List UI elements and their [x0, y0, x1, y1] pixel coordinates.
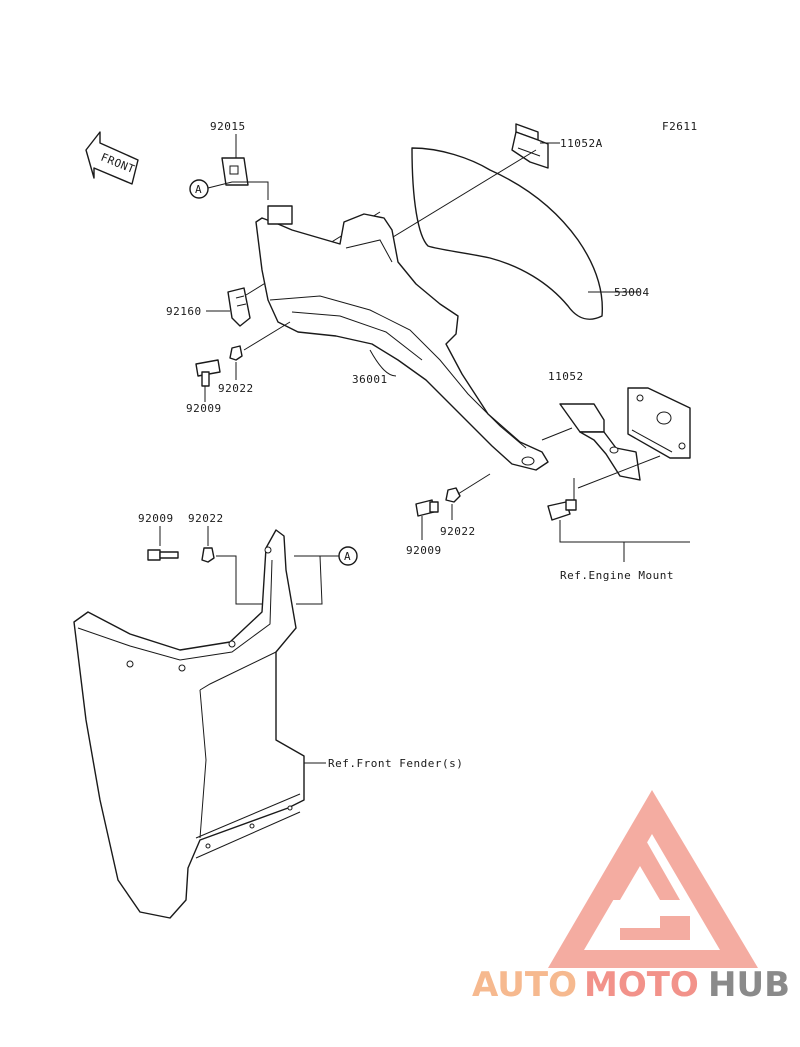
part-92022-nut-mid: [445, 487, 461, 503]
logo-text-auto: AUTO: [472, 965, 577, 1005]
part-11052A-bracket: [511, 123, 549, 169]
part-92009-bolt-low: [147, 549, 179, 561]
front-fender-shroud: [73, 529, 305, 919]
label-92160: 92160: [166, 305, 202, 318]
label-92022-low: 92022: [188, 512, 224, 525]
logo-text-moto: MOTO: [584, 965, 699, 1005]
label-ref-engine-mount: Ref.Engine Mount: [560, 569, 674, 582]
label-11052A: 11052A: [560, 137, 603, 150]
ref-marker-a-low: A: [338, 546, 358, 566]
engine-mount-plate: [627, 387, 691, 459]
label-92009-top: 92009: [186, 402, 222, 415]
logo-text-hub: HUB: [708, 965, 790, 1005]
part-92022-washer-low: [201, 547, 215, 563]
part-92009-bolt-mid: [415, 499, 439, 517]
automotohub-logo: [548, 790, 758, 968]
label-92015: 92015: [210, 120, 246, 133]
part-92009-bolt-top: [195, 359, 221, 387]
label-92022-top: 92022: [218, 382, 254, 395]
label-92022-mid: 92022: [440, 525, 476, 538]
label-92009-low: 92009: [138, 512, 174, 525]
ref-marker-a-low-label: A: [344, 550, 351, 563]
part-53004-mudguard: [411, 147, 603, 320]
part-92015-cushion: [221, 157, 249, 186]
part-92160-bolt: [227, 287, 251, 327]
front-arrow-icon: FRONT: [85, 131, 139, 185]
engine-mount-bolt: [547, 499, 577, 521]
part-36001-bracket: [255, 205, 549, 471]
label-36001: 36001: [352, 373, 388, 386]
label-11052: 11052: [548, 370, 584, 383]
label-92009-mid: 92009: [406, 544, 442, 557]
ref-marker-a-top: A: [189, 179, 209, 199]
part-92022-washer-top: [229, 345, 243, 361]
part-11052-bracket: [559, 403, 641, 481]
ref-marker-a-top-label: A: [195, 183, 202, 196]
diagram-id: F2611: [662, 120, 698, 133]
label-ref-front-fender: Ref.Front Fender(s): [328, 757, 463, 770]
label-53004: 53004: [614, 286, 650, 299]
